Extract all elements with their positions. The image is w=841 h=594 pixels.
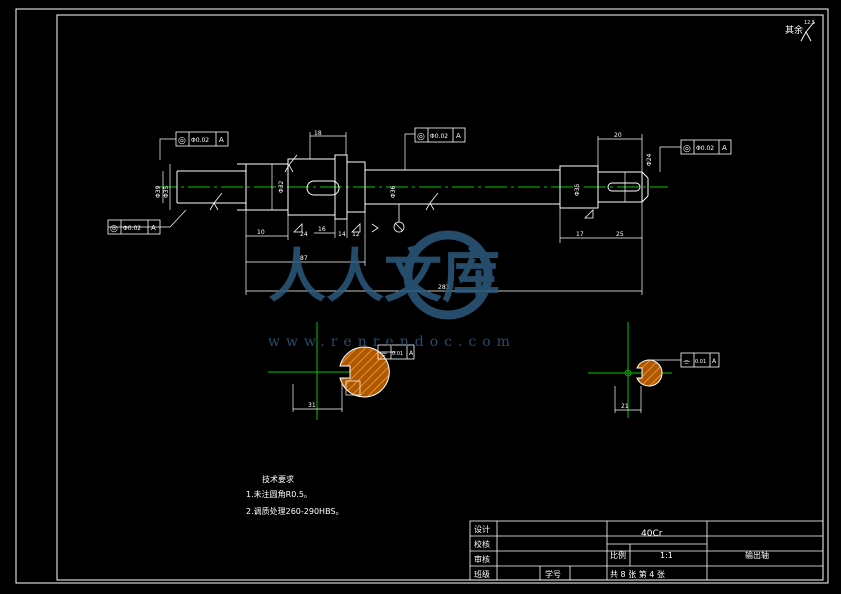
dim-dia-35-right: Φ35: [574, 183, 581, 196]
watermark: 人人文库 www.renrendoc.com: [268, 230, 516, 350]
tech-req-title: 技术要求: [262, 474, 294, 484]
tol-4-datum: A: [722, 144, 727, 152]
title-row-3: 审核: [474, 554, 490, 564]
tol-2-datum: A: [151, 224, 156, 232]
dim-dia-36: Φ36: [390, 185, 397, 198]
title-row-2: 校核: [474, 539, 490, 549]
tolerance-frame-1: ◎ Φ0.02 A: [175, 131, 229, 147]
section-right: 21: [588, 322, 672, 418]
dim-len-25: 25: [616, 231, 624, 238]
dim-len-12: 12: [352, 231, 360, 238]
watermark-logo-icon: [403, 230, 493, 320]
tol-6-symbol: ⌯: [683, 357, 691, 367]
tolerance-frame-3: ◎ Φ0.02 A: [414, 127, 466, 143]
inner-border: [56, 14, 824, 581]
dimension-labels: 283 87 18 10 16 24 14 12 17 25 20 Φ32 Φ3…: [155, 130, 653, 291]
datum-marker-a: [393, 204, 405, 233]
sheet-info: 共 8 张 第 4 张: [610, 569, 665, 579]
tol-1-value: Φ0.02: [191, 137, 209, 144]
corner-roughness: 其余 12.5: [785, 20, 815, 42]
section-right-width: 21: [621, 403, 629, 410]
roughness-value: 12.5: [804, 20, 815, 26]
material: 40Cr: [641, 529, 663, 539]
scale-value: 1:1: [660, 551, 673, 560]
tol-4-symbol: ◎: [683, 144, 691, 154]
tol-2-value: Φ0.02: [123, 225, 141, 232]
tol-2-symbol: ◎: [110, 224, 118, 234]
tol-5-symbol: ⌯: [380, 349, 388, 359]
dim-len-10: 10: [257, 229, 265, 236]
dim-len-14: 14: [338, 231, 346, 238]
watermark-text: 人人文库: [268, 242, 500, 310]
watermark-url: www.renrendoc.com: [268, 334, 516, 350]
part-name: 输出轴: [745, 550, 769, 560]
dim-keyway-18: 18: [314, 130, 322, 137]
tol-3-value: Φ0.02: [430, 133, 448, 140]
tolerance-frame-2: ◎ Φ0.02 A: [107, 219, 161, 235]
scale-label: 比例: [610, 550, 626, 560]
title-row-4: 班级: [474, 569, 490, 579]
tol-6-datum: A: [712, 358, 717, 365]
tol-6-value: 0.01: [695, 359, 706, 365]
dim-dia-35-left: Φ35: [163, 185, 170, 198]
right-keyway-slot: [607, 182, 641, 192]
tolerance-frame-4: ◎ Φ0.02 A: [680, 139, 732, 155]
dim-length-87: 87: [300, 255, 308, 262]
dim-dia-24: Φ24: [646, 153, 653, 166]
outer-border: [15, 8, 829, 584]
shaft-main-view: [155, 154, 668, 220]
tolerance-frame-6: ⌯ 0.01 A: [680, 352, 720, 368]
roughness-symbol-icon: [800, 21, 815, 42]
tech-requirements: 技术要求 1.未注圆角R0.5。 2.调质处理260-290HBS。: [246, 474, 344, 516]
section-left-width: 31: [308, 402, 316, 409]
dim-len-16: 16: [318, 226, 326, 233]
tol-3-symbol: ◎: [417, 132, 425, 142]
roughness-note-label: 其余: [785, 24, 803, 36]
section-left: 31: [268, 322, 390, 420]
dim-dia-32: Φ32: [278, 180, 285, 193]
tol-4-value: Φ0.02: [696, 145, 714, 152]
title-row-1: 设计: [474, 524, 490, 534]
student-id-label: 学号: [545, 569, 561, 579]
tolerance-frame-5: ⌯ 0.01 A: [377, 344, 415, 360]
title-block: [469, 520, 824, 581]
tol-5-datum: A: [409, 350, 414, 357]
dim-len-20: 20: [614, 132, 622, 139]
tol-5-value: 0.01: [392, 351, 403, 357]
title-block-text: 设计 校核 审核 班级 学号 40Cr 比例 1:1 输出轴 共 8 张 第 4…: [474, 524, 769, 579]
dim-overall-length: 283: [438, 284, 450, 291]
dim-len-17: 17: [576, 231, 584, 238]
roughness-marks: [209, 154, 594, 233]
dim-len-24: 24: [300, 231, 308, 238]
tol-1-datum: A: [219, 136, 224, 144]
dimension-lines: [162, 132, 643, 295]
keyway-slot: [306, 180, 340, 196]
tol-1-symbol: ◎: [178, 136, 186, 146]
tech-req-item-2: 2.调质处理260-290HBS。: [246, 506, 344, 516]
tech-req-item-1: 1.未注圆角R0.5。: [246, 489, 312, 499]
tol-3-datum: A: [456, 132, 461, 140]
dim-dia-39: Φ39: [155, 185, 162, 198]
